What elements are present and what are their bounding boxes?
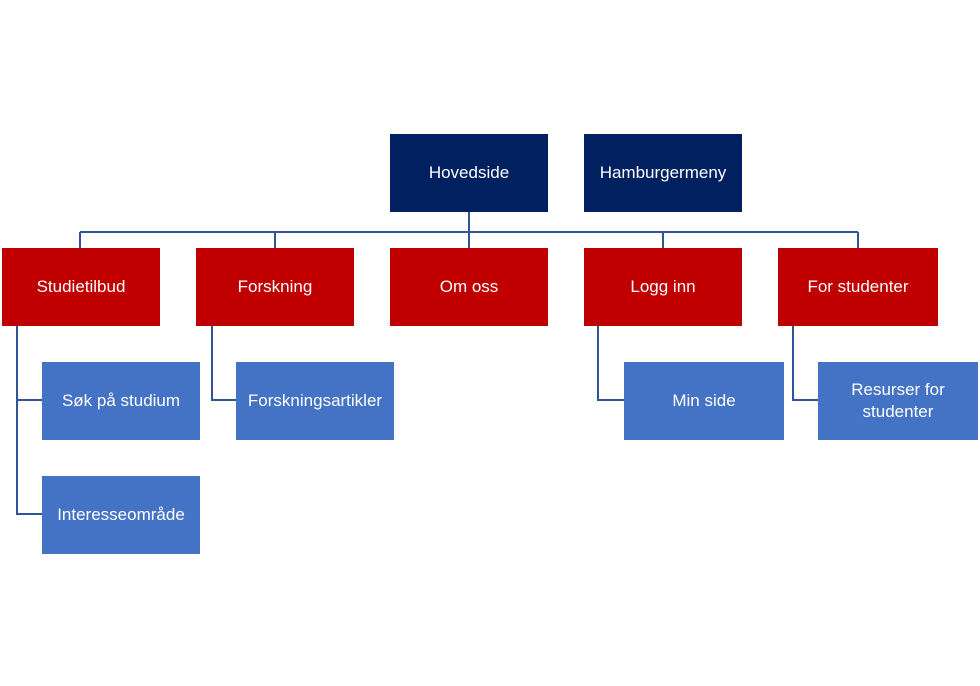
section-node-label: Logg inn (630, 277, 696, 296)
connector-studietilbud-children (16, 326, 42, 515)
section-node-for-studenter: For studenter (778, 248, 938, 326)
connector-for-studenter-child (792, 326, 818, 401)
sub-node-min-side: Min side (624, 362, 784, 440)
menu-node-label: Hamburgermeny (599, 163, 727, 182)
sub-node-interesseomrade: Interesseområde (42, 476, 200, 554)
sub-node-label: Søk på studium (61, 391, 181, 410)
sub-node-label: Resurser for studenter (851, 380, 945, 421)
section-node-label: For studenter (807, 277, 909, 296)
section-node-label: Studietilbud (36, 277, 126, 296)
menu-node-hamburgermeny: Hamburgermeny (584, 134, 742, 212)
section-node-forskning: Forskning (196, 248, 354, 326)
sub-node-label: Interesseområde (57, 505, 185, 524)
sub-node-forskningsartikler: Forskningsartikler (236, 362, 394, 440)
connector-forskning-child (211, 326, 236, 401)
sub-node-label: Min side (672, 391, 736, 410)
section-node-om-oss: Om oss (390, 248, 548, 326)
sub-node-resurser-for-studenter: Resurser for studenter (818, 362, 978, 440)
section-node-label: Forskning (237, 277, 313, 296)
sub-node-sok-pa-studium: Søk på studium (42, 362, 200, 440)
section-node-studietilbud: Studietilbud (2, 248, 160, 326)
section-node-label: Om oss (439, 277, 499, 296)
sub-node-label: Forskningsartikler (247, 391, 383, 410)
section-node-logg-inn: Logg inn (584, 248, 742, 326)
root-node-hovedside: Hovedside (390, 134, 548, 212)
connector-logg-inn-child (597, 326, 624, 401)
root-node-label: Hovedside (428, 163, 510, 182)
